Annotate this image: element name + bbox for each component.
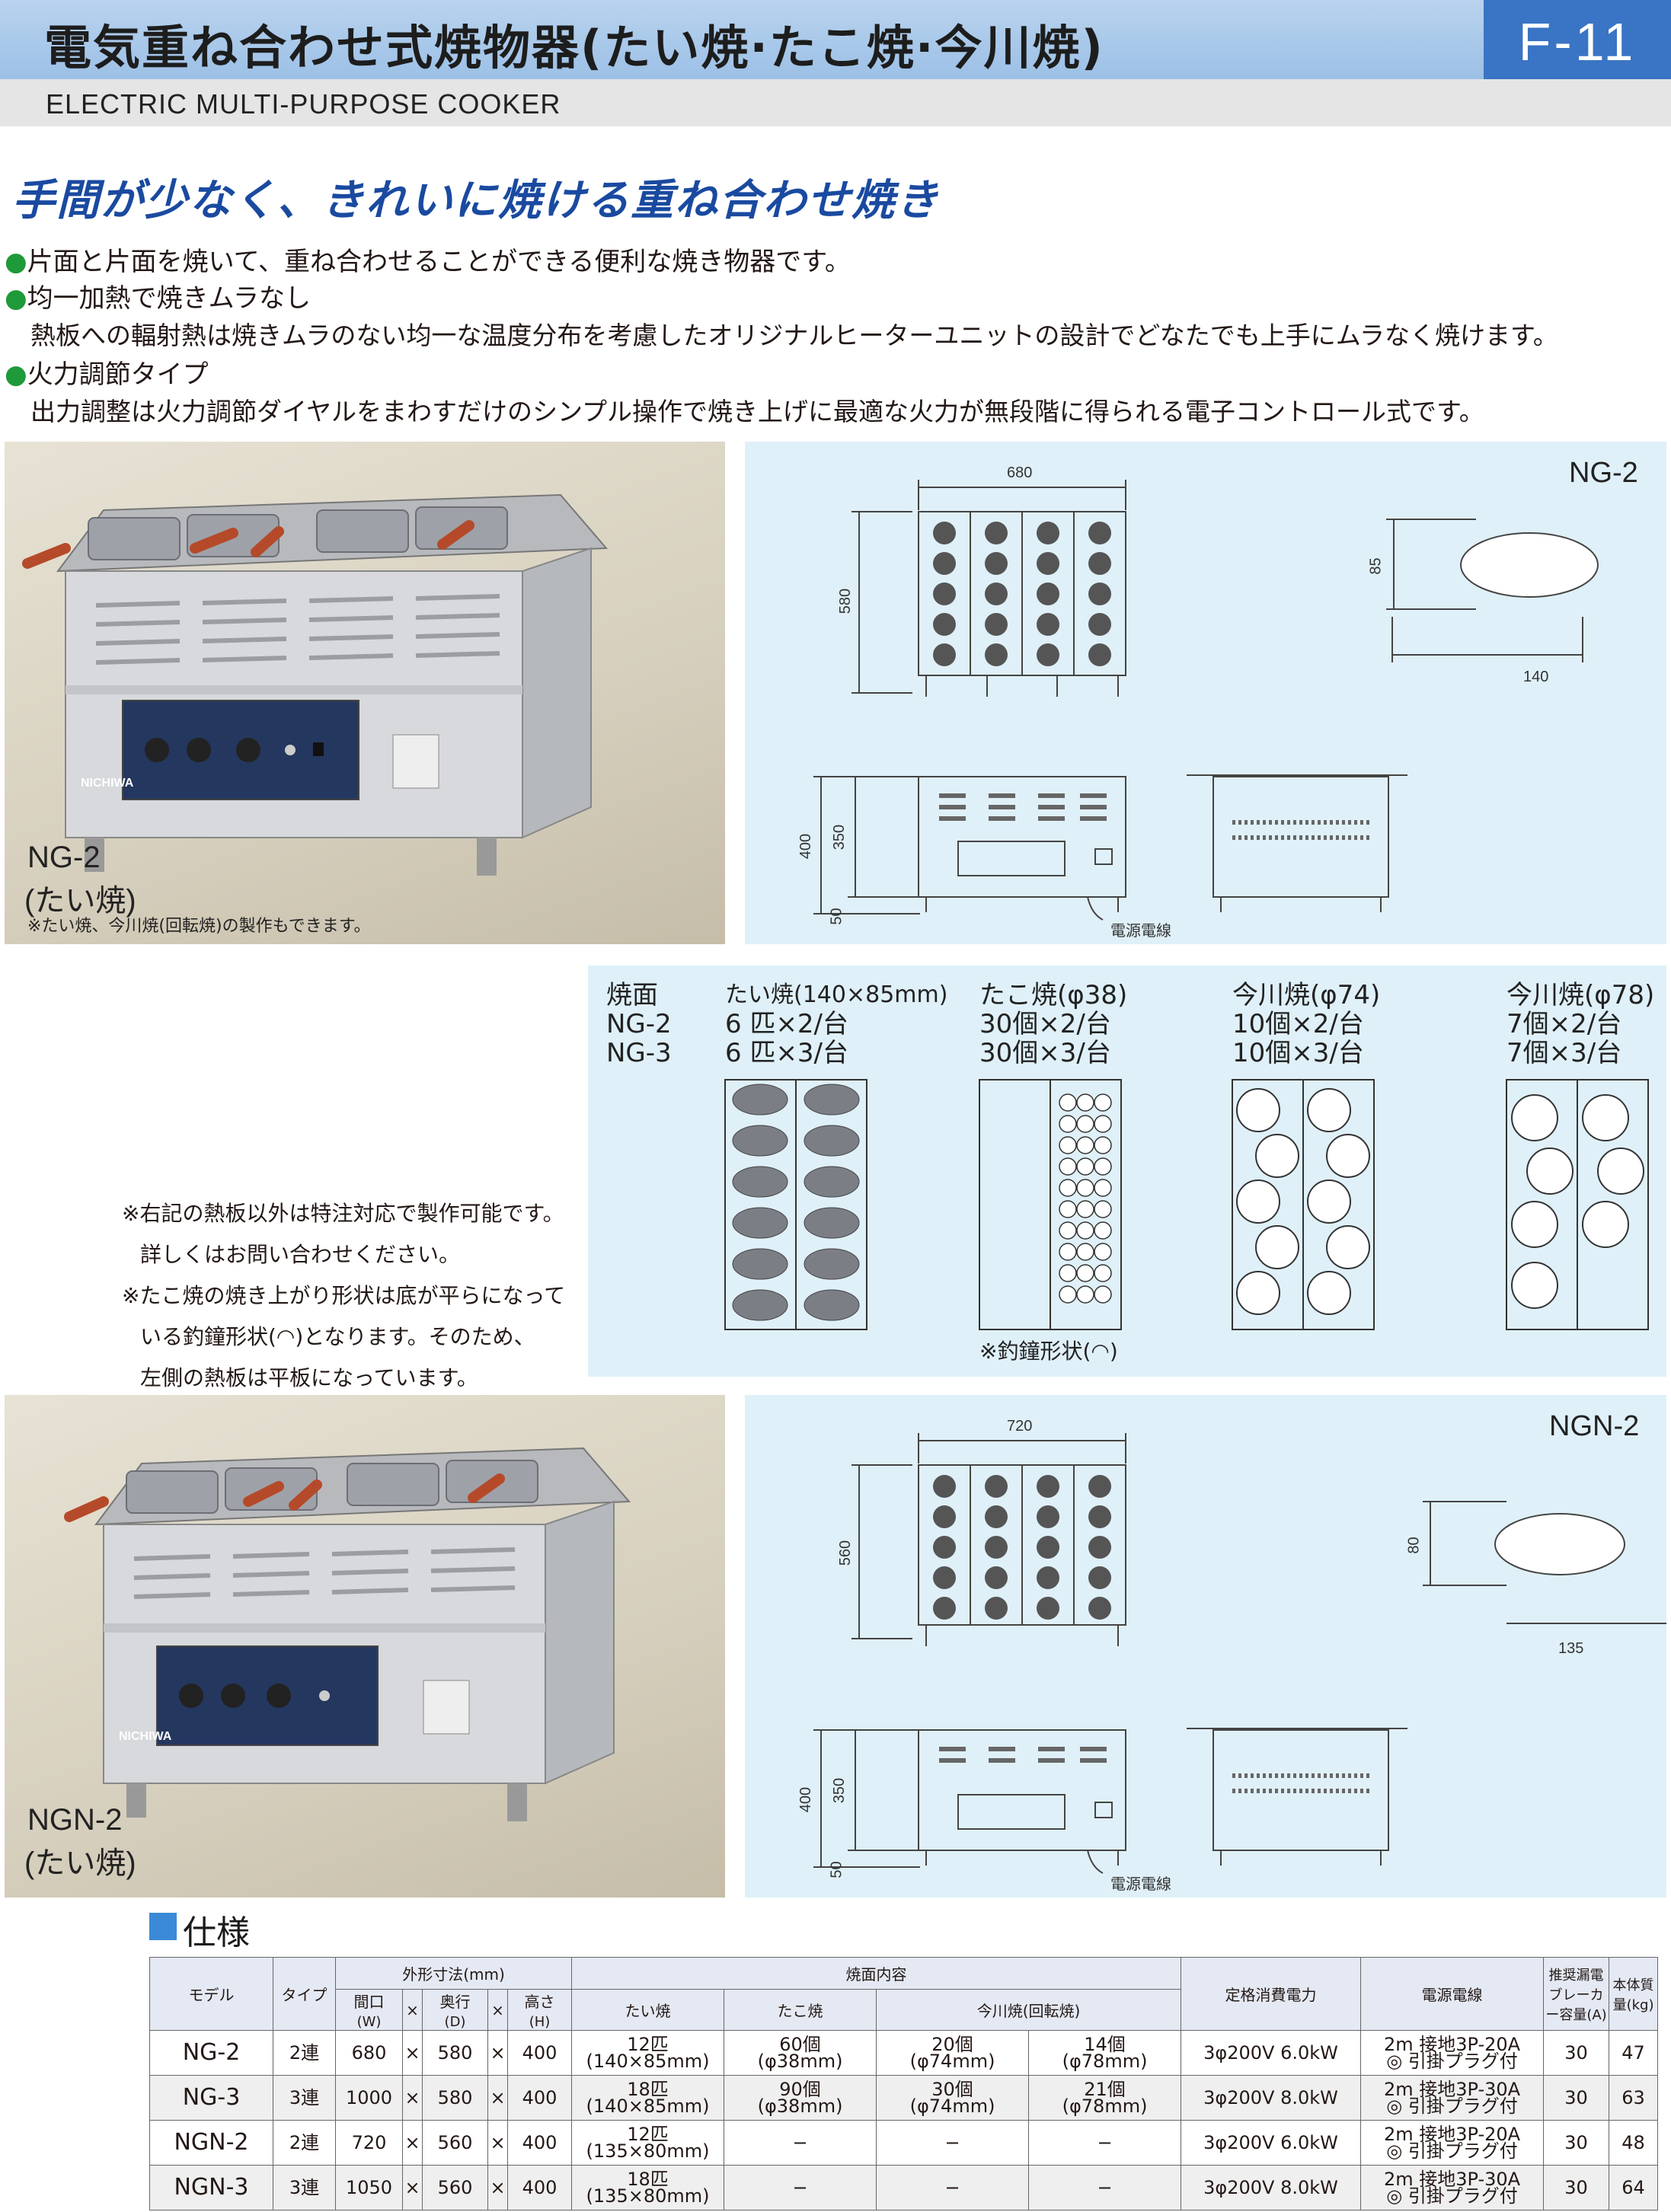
dim-fish-height: 80: [1405, 1537, 1423, 1554]
dim-depth: 560: [837, 1540, 855, 1566]
note-1: ※右記の熱板以外は特注対応で製作可能です。: [122, 1201, 564, 1226]
th-type: タイプ: [273, 1957, 336, 2031]
note-3: ※たこ焼の焼き上がり形状は底が平らになって: [122, 1283, 566, 1308]
page-subtitle: ELECTRIC MULTI-PURPOSE COOKER: [46, 88, 561, 120]
feature-2: ●均一加熱で焼きムラなし: [5, 283, 311, 314]
dimension-diagram-ng2: NG-2 680 580 85 140 400 350 50 電源電線: [745, 442, 1666, 944]
photo-type-label: (たい焼): [24, 884, 136, 918]
diagram-model-label: NG-2: [1569, 457, 1638, 489]
spec-table: モデル タイプ 外形寸法(mm) 焼面内容 定格消費電力 電源電線 推奨漏電ブレ…: [149, 1957, 1659, 2210]
cooker-illustration: [22, 493, 609, 876]
note-5: 左側の熱板は平板になっています。: [140, 1365, 478, 1390]
feature-1: ●片面と片面を焼いて、重ね合わせることができる便利な焼き物器です。: [5, 247, 851, 277]
th-taiyaki: たい焼: [571, 1989, 725, 2031]
dimension-drawing: [813, 1433, 1671, 1874]
dim-fish-width: 135: [1558, 1640, 1584, 1657]
dim-width: 680: [1007, 464, 1033, 481]
th-plates: 焼面内容: [571, 1957, 1182, 1990]
dim-fish-width: 140: [1523, 669, 1549, 685]
th-height: 高さ(H): [506, 1989, 573, 2031]
dim-depth: 580: [837, 588, 855, 614]
photo-type-label: (たい焼): [24, 1847, 136, 1880]
catchcopy: 手間が少なく、きれいに焼ける重ね合わせ焼き: [12, 175, 940, 225]
note-2: 詳しくはお問い合わせください。: [140, 1242, 461, 1267]
product-photo-ngn2: NICHIWA NGN-2 (たい焼): [5, 1395, 725, 1898]
bullet-icon: ●: [5, 247, 27, 277]
dim-height-leg: 50: [828, 908, 845, 925]
bullet-icon: ●: [5, 359, 27, 390]
brand-logo: NICHIWA: [119, 1730, 172, 1743]
th-depth: 奥行(D): [422, 1989, 488, 2031]
th-takoyaki: たこ焼: [724, 1989, 877, 2031]
dim-height-total: 400: [797, 1786, 815, 1813]
th-model: モデル: [149, 1957, 273, 2031]
photo-model-label: NG-2: [27, 841, 101, 874]
dim-height-total: 400: [797, 833, 815, 860]
photo-model-label: NGN-2: [27, 1803, 123, 1837]
th-cord: 電源電線: [1360, 1957, 1545, 2031]
page-title: 電気重ね合わせ式焼物器(たい焼·たこ焼·今川焼): [44, 20, 1104, 75]
th-breaker: 推奨漏電ブレーカー容量(A): [1543, 1957, 1610, 2031]
th-imagawa: 今川焼(回転焼): [876, 1989, 1182, 2031]
dimension-drawing: [813, 480, 1599, 921]
diagram-model-label: NGN-2: [1549, 1410, 1640, 1442]
th-x: ×: [402, 1989, 423, 2031]
page-code-badge: F-11: [1484, 0, 1671, 79]
dim-width: 720: [1007, 1418, 1033, 1435]
th-mass: 本体質量(kg): [1609, 1957, 1659, 2031]
power-cord-label: 電源電線: [1110, 923, 1171, 940]
dimension-diagram-ngn2: NGN-2 720 560 80 135 400 350 50 電源電線: [745, 1395, 1671, 1898]
dim-height-leg: 50: [828, 1861, 845, 1878]
subtitle-band: [0, 79, 1671, 126]
th-power: 定格消費電力: [1181, 1957, 1362, 2031]
brand-logo: NICHIWA: [81, 777, 134, 790]
feature-3-detail: 出力調整は火力調節ダイヤルをまわすだけのシンプル操作で焼き上げに最適な火力が無段…: [30, 397, 1484, 426]
th-x: ×: [487, 1989, 508, 2031]
plate-drawings: [724, 1079, 1649, 1330]
feature-2-detail: 熱板への輻射熱は焼きムラのない均一な温度分布を考慮したオリジナルヒーターユニット…: [30, 321, 1558, 350]
feature-3: ●火力調節タイプ: [5, 359, 209, 390]
cooker-illustration: [64, 1447, 631, 1821]
spec-square-icon: [149, 1913, 177, 1940]
th-dims: 外形寸法(mm): [334, 1957, 573, 1990]
shape-note: ※釣鐘形状(◠): [979, 1339, 1118, 1364]
dim-height-body: 350: [831, 824, 848, 851]
header-band: [0, 0, 1671, 79]
spec-heading: 仕様: [183, 1914, 250, 1952]
th-width: 間口(W): [335, 1989, 403, 2031]
note-4: いる釣鐘形状(◠)となります。そのため、: [140, 1324, 535, 1349]
photo-note: ※たい焼、今川焼(回転焼)の製作もできます。: [27, 917, 371, 936]
product-photo-ng2: NICHIWA NG-2 (たい焼) ※たい焼、今川焼(回転焼)の製作もできます…: [5, 442, 725, 944]
bullet-icon: ●: [5, 283, 27, 314]
power-cord-label: 電源電線: [1110, 1876, 1171, 1893]
dim-height-body: 350: [831, 1777, 848, 1804]
dim-fish-height: 85: [1367, 557, 1385, 575]
